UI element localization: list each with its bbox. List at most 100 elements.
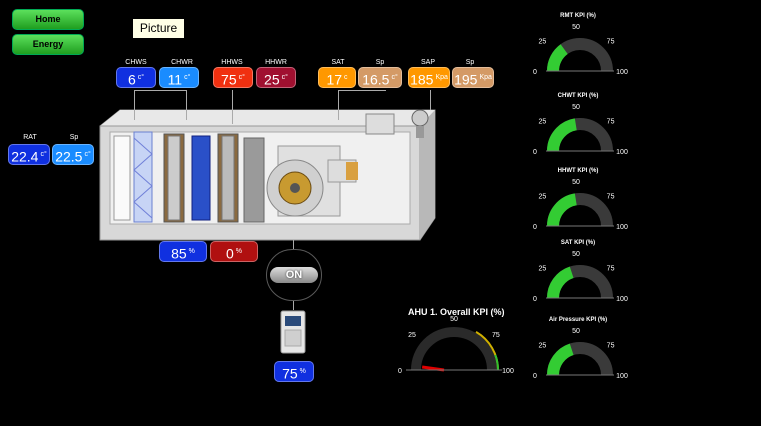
gauge-tick-label: 75 (607, 118, 615, 125)
gauge-tick-label: 50 (572, 104, 580, 111)
hhwr-unit: c° (281, 74, 288, 81)
gauge-tick-label: 25 (539, 118, 547, 125)
overall-tick-label: 75 (492, 332, 500, 339)
overall-kpi-title: AHU 1. Overall KPI (%) (408, 307, 505, 317)
gauge-tick-label: 50 (572, 179, 580, 186)
sat-sp-label: Sp (375, 59, 385, 66)
kpi-gauge-title: HHWT KPI (%) (557, 168, 599, 174)
fan-on-label: ON (270, 267, 318, 283)
rat-sp-label: Sp (69, 134, 79, 141)
kpi-gauge: 0 25 50 75 100 (533, 251, 628, 303)
chwr-label: CHWR (171, 59, 193, 66)
overall-kpi-gauge: 0 25 50 75 100 (398, 316, 514, 375)
rat-value: 22.4 (11, 148, 39, 165)
gauge-fill (547, 343, 574, 376)
gauge-tick-label: 25 (539, 265, 547, 272)
gauge-tick-label: 100 (616, 373, 628, 380)
hhw-valve-box: 0% (210, 241, 258, 262)
kpi-gauge-title: SAT KPI (%) (560, 240, 596, 246)
sap-unit: Kpa (435, 74, 448, 81)
vfd-drive-icon (280, 310, 306, 354)
chws-value: 6 (127, 71, 136, 88)
vfd-speed-box: 75% (274, 361, 314, 382)
gauge-tick-label: 100 (616, 296, 628, 303)
gauge-tick-label: 25 (539, 193, 547, 200)
gauge-fill (547, 266, 574, 299)
chw-valve-value: 85 (171, 245, 187, 262)
gauge-tick-label: 25 (539, 38, 547, 45)
hhws-label: HHWS (221, 59, 243, 66)
kpi-gauge: 0 25 50 75 100 (533, 179, 628, 231)
rat-unit: c° (40, 151, 47, 158)
overall-needle (421, 365, 445, 372)
picture-tooltip: Picture (133, 19, 184, 38)
gauge-fill (547, 118, 578, 152)
hhw-valve-value: 0 (225, 245, 234, 262)
gauge-tick-label: 50 (572, 251, 580, 258)
gauge-tick-label: 50 (572, 328, 580, 335)
rat-sp-value: 22.5 (55, 148, 83, 165)
kpi-gauge-title: Air Pressure KPI (%) (548, 317, 608, 323)
kpi-gauge-title: CHWT KPI (%) (557, 93, 599, 99)
overall-track (411, 327, 497, 371)
chwr-unit: c° (184, 74, 191, 81)
hhwr-value: 25 (264, 71, 280, 88)
rat-label: RAT (23, 134, 37, 141)
home-button[interactable]: Home (12, 9, 84, 30)
gauge-tick-label: 75 (607, 193, 615, 200)
gauge-tick-label: 75 (607, 38, 615, 45)
gauge-tick-label: 25 (539, 342, 547, 349)
gauge-fill (547, 193, 578, 227)
sat-label: SAT (331, 59, 345, 66)
gauge-tick-label: 100 (616, 149, 628, 156)
sap-label: SAP (420, 59, 435, 66)
sap-sp-value: 195 (454, 71, 478, 88)
overall-tick-label: 100 (502, 368, 514, 375)
sap-sp-label: Sp (465, 59, 475, 66)
gauge-tick-label: 0 (533, 373, 537, 380)
chws-unit: c° (137, 74, 145, 81)
sap-sp-unit: Kpa (479, 74, 492, 81)
fan-on-toggle[interactable]: ON (266, 249, 322, 301)
chw-valve-unit: % (188, 248, 195, 255)
overall-tick-label: 50 (450, 316, 458, 323)
gauge-tick-label: 75 (607, 265, 615, 272)
gauge-tick-label: 100 (616, 69, 628, 76)
kpi-gauge: 0 25 50 75 100 (533, 104, 628, 156)
gauge-tick-label: 75 (607, 342, 615, 349)
gauge-tick-label: 0 (533, 224, 537, 231)
chws-label: CHWS (125, 59, 147, 66)
vfd-speed-value: 75 (282, 365, 298, 382)
hhwr-label: HHWR (265, 59, 287, 66)
sat-value: 17 (326, 71, 343, 88)
ahu-unit-illustration (99, 109, 436, 241)
chw-valve-box: 85% (159, 241, 207, 262)
gauge-fill (547, 44, 569, 72)
hhw-valve-unit: % (235, 248, 243, 255)
sap-value: 185 (410, 71, 434, 88)
gauge-tick-label: 0 (533, 296, 537, 303)
gauge-tick-label: 100 (616, 224, 628, 231)
rat-sp-unit: c° (84, 151, 91, 158)
chwr-value: 11 (167, 71, 183, 88)
overall-tick-label: 25 (408, 332, 416, 339)
energy-button[interactable]: Energy (12, 34, 84, 55)
sat-unit: c (344, 74, 348, 81)
sat-sp-value: 16.5 (362, 71, 390, 88)
hhws-value: 75 (221, 71, 237, 88)
kpi-gauge-title: RMT KPI (%) (560, 13, 596, 19)
kpi-gauge: 0 25 50 75 100 (533, 328, 628, 380)
overall-tick-label: 0 (398, 368, 402, 375)
gauge-tick-label: 0 (533, 149, 537, 156)
